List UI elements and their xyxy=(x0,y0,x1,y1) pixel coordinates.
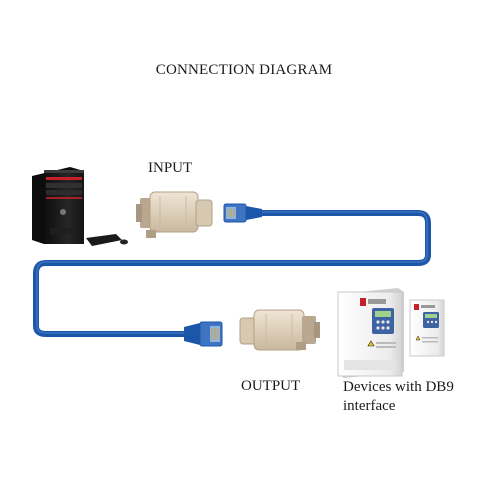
network-cable xyxy=(33,210,431,337)
devices-label-line2: interface xyxy=(343,398,396,414)
output-adapter xyxy=(239,309,320,351)
inverter-drive-small-icon xyxy=(409,299,445,357)
inverter-drive-large-icon xyxy=(337,288,404,378)
input-rj45-plug xyxy=(223,203,262,223)
devices-label: Devices with DB9 interface xyxy=(343,378,454,416)
diagram-title: CONNECTION DIAGRAM xyxy=(155,62,333,78)
output-label: OUTPUT xyxy=(241,378,301,394)
input-adapter xyxy=(136,191,213,238)
input-label: INPUT xyxy=(148,160,193,176)
output-rj45-plug xyxy=(184,321,223,347)
devices-label-line1: Devices with DB9 xyxy=(343,379,454,395)
desktop-computer-icon xyxy=(32,167,128,246)
